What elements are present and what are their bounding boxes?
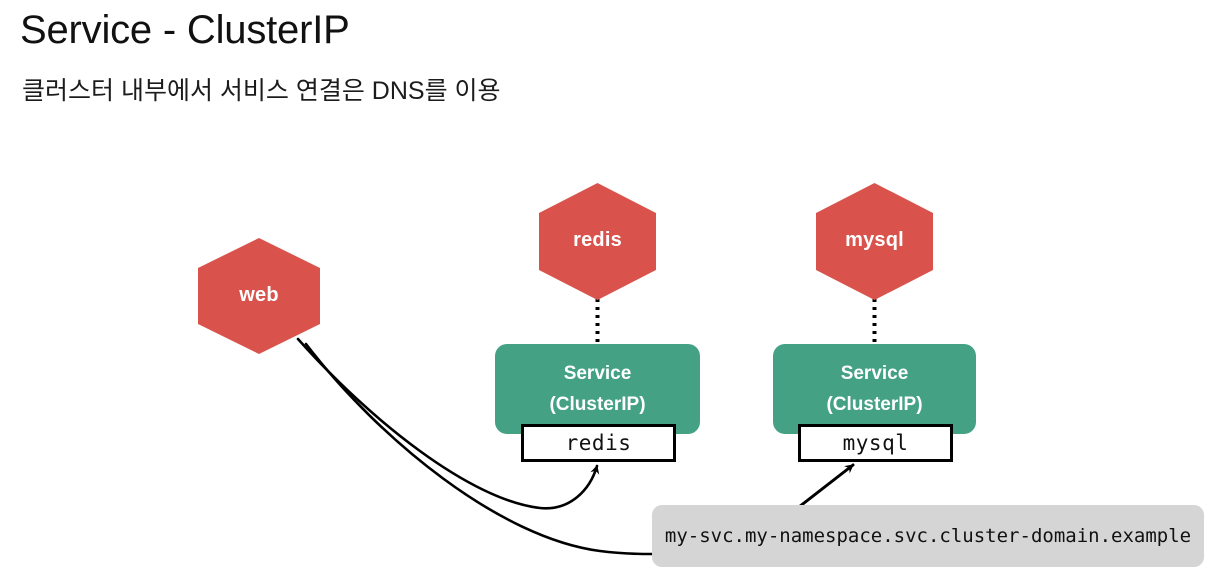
hexagon-shape <box>198 238 320 354</box>
service-name-box-mysql[interactable]: mysql <box>798 424 953 462</box>
hexagon-shape <box>539 183 656 300</box>
service-title-redis: Service <box>563 363 632 384</box>
service-name-label-redis: redis <box>565 431 632 455</box>
service-title-mysql: Service <box>840 363 909 384</box>
service-box-mysql[interactable]: Service (ClusterIP) <box>773 344 976 434</box>
service-box-redis[interactable]: Service (ClusterIP) <box>495 344 700 434</box>
pod-hexagon-redis[interactable]: redis <box>539 183 656 300</box>
pod-hexagon-mysql[interactable]: mysql <box>816 183 933 300</box>
service-subtitle-redis: (ClusterIP) <box>549 394 646 415</box>
page-subtitle: 클러스터 내부에서 서비스 연결은 DNS를 이용 <box>22 77 501 105</box>
hexagon-shape <box>816 183 933 300</box>
dns-callout-box[interactable]: my-svc.my-namespace.svc.cluster-domain.e… <box>652 505 1204 567</box>
service-name-label-mysql: mysql <box>842 431 909 455</box>
pod-hexagon-web[interactable]: web <box>198 238 320 354</box>
dns-callout-label: my-svc.my-namespace.svc.cluster-domain.e… <box>664 525 1192 547</box>
page-title: Service - ClusterIP <box>20 8 350 52</box>
service-subtitle-mysql: (ClusterIP) <box>826 394 923 415</box>
connector-dns-to-mysql-service <box>793 463 855 512</box>
service-name-box-redis[interactable]: redis <box>521 424 676 462</box>
